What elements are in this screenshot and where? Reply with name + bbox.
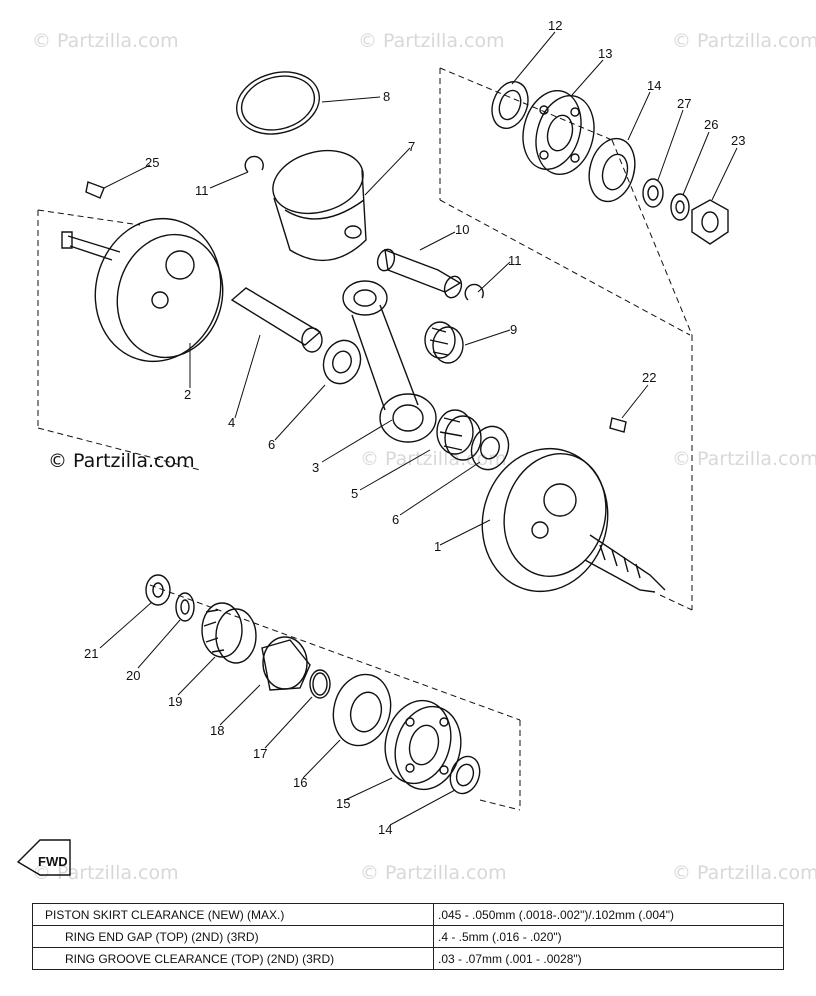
thrust-washer <box>322 339 510 471</box>
spec-label: PISTON SKIRT CLEARANCE (NEW) (MAX.) <box>32 903 434 926</box>
spec-value: .4 - .5mm (.016 - .020") <box>433 925 784 948</box>
callout-3: 3 <box>312 460 319 475</box>
fwd-label: FWD <box>38 854 68 869</box>
spec-label: RING GROOVE CLEARANCE (TOP) (2ND) (3RD) <box>32 947 434 970</box>
crank-pin <box>230 287 323 353</box>
lock-washer <box>670 193 690 221</box>
callout-2: 2 <box>184 387 191 402</box>
woodruff-key <box>85 181 105 199</box>
lower-oil-seal <box>332 673 392 747</box>
callout-12: 12 <box>548 18 562 33</box>
callout-25: 23 <box>731 133 745 148</box>
piston-ring <box>235 71 321 135</box>
callout-10: 10 <box>455 222 469 237</box>
callout-1: 1 <box>434 539 441 554</box>
callout-4: 4 <box>228 415 235 430</box>
callout-15: 14 <box>378 822 392 837</box>
crankshaft-bearing <box>522 89 595 176</box>
callout-6: 6 <box>268 437 275 452</box>
watermark: © Partzilla.com <box>358 30 505 52</box>
left-crankshaft <box>61 217 224 363</box>
specification-table: PISTON SKIRT CLEARANCE (NEW) (MAX.) .045… <box>32 903 784 970</box>
lower-bearing <box>384 699 462 791</box>
callout-22: 20 <box>126 668 140 683</box>
watermark: © Partzilla.com <box>672 30 816 52</box>
lower-dashed-frame <box>149 584 521 811</box>
callout-19: 18 <box>210 723 224 738</box>
callout-14: 14 <box>647 78 661 93</box>
leader-lines <box>99 31 738 826</box>
spec-value: .045 - .050mm (.0018-.002")/.102mm (.004… <box>433 903 784 926</box>
small-end-bearing <box>424 321 464 364</box>
watermark: © Partzilla.com <box>360 448 507 470</box>
callout-26: 26 <box>704 117 718 132</box>
primary-drive-gear <box>201 602 257 664</box>
oil-seal <box>588 137 636 203</box>
piston-pin <box>376 248 463 299</box>
piston-pin-clip <box>244 155 484 301</box>
callout-11b: 11 <box>508 253 522 268</box>
callout-23: 21 <box>84 646 98 661</box>
spec-row: PISTON SKIRT CLEARANCE (NEW) (MAX.) .045… <box>32 903 784 926</box>
right-crankshaft <box>481 447 666 593</box>
connecting-rod <box>342 280 437 443</box>
o-ring <box>309 669 331 699</box>
callout-9: 9 <box>510 322 517 337</box>
exploded-parts-diagram: 8 7 11 25 10 11 9 12 13 14 27 26 23 22 2… <box>16 18 745 876</box>
crank-nut <box>691 199 729 245</box>
fwd-arrow-icon <box>16 839 71 876</box>
shim <box>491 81 529 129</box>
callout-13: 13 <box>598 46 612 61</box>
crank-key <box>609 417 627 433</box>
piston <box>272 149 367 262</box>
watermark: © Partzilla.com <box>672 862 816 884</box>
spec-value: .03 - .07mm (.001 - .0028") <box>433 947 784 970</box>
callout-11: 11 <box>195 183 209 198</box>
callout-18: 17 <box>253 746 267 761</box>
watermark: © Partzilla.com <box>672 448 816 470</box>
lower-washer <box>145 574 171 606</box>
lower-end-shim <box>449 755 481 795</box>
lower-shim <box>175 592 195 622</box>
upper-dashed-frame <box>37 67 693 611</box>
callout-17: 16 <box>293 775 307 790</box>
callout-8: 8 <box>383 89 390 104</box>
callout-16: 15 <box>336 796 350 811</box>
callout-20: 19 <box>168 694 182 709</box>
callout-27: 27 <box>677 96 691 111</box>
spacer <box>261 636 311 691</box>
watermark: © Partzilla.com <box>32 862 179 884</box>
callout-7: 7 <box>408 139 415 154</box>
callout-21: 25 <box>145 155 159 170</box>
watermark-main: © Partzilla.com <box>48 450 195 472</box>
spec-label: RING END GAP (TOP) (2ND) (3RD) <box>32 925 434 948</box>
callout-6b: 6 <box>392 512 399 527</box>
watermark: © Partzilla.com <box>32 30 179 52</box>
spec-row: RING GROOVE CLEARANCE (TOP) (2ND) (3RD) … <box>32 947 784 970</box>
watermark: © Partzilla.com <box>360 862 507 884</box>
spec-row: RING END GAP (TOP) (2ND) (3RD) .4 - .5mm… <box>32 925 784 948</box>
collar <box>642 178 664 208</box>
big-end-bearing <box>436 409 482 461</box>
callout-24: 22 <box>642 370 656 385</box>
callout-5: 5 <box>351 486 358 501</box>
